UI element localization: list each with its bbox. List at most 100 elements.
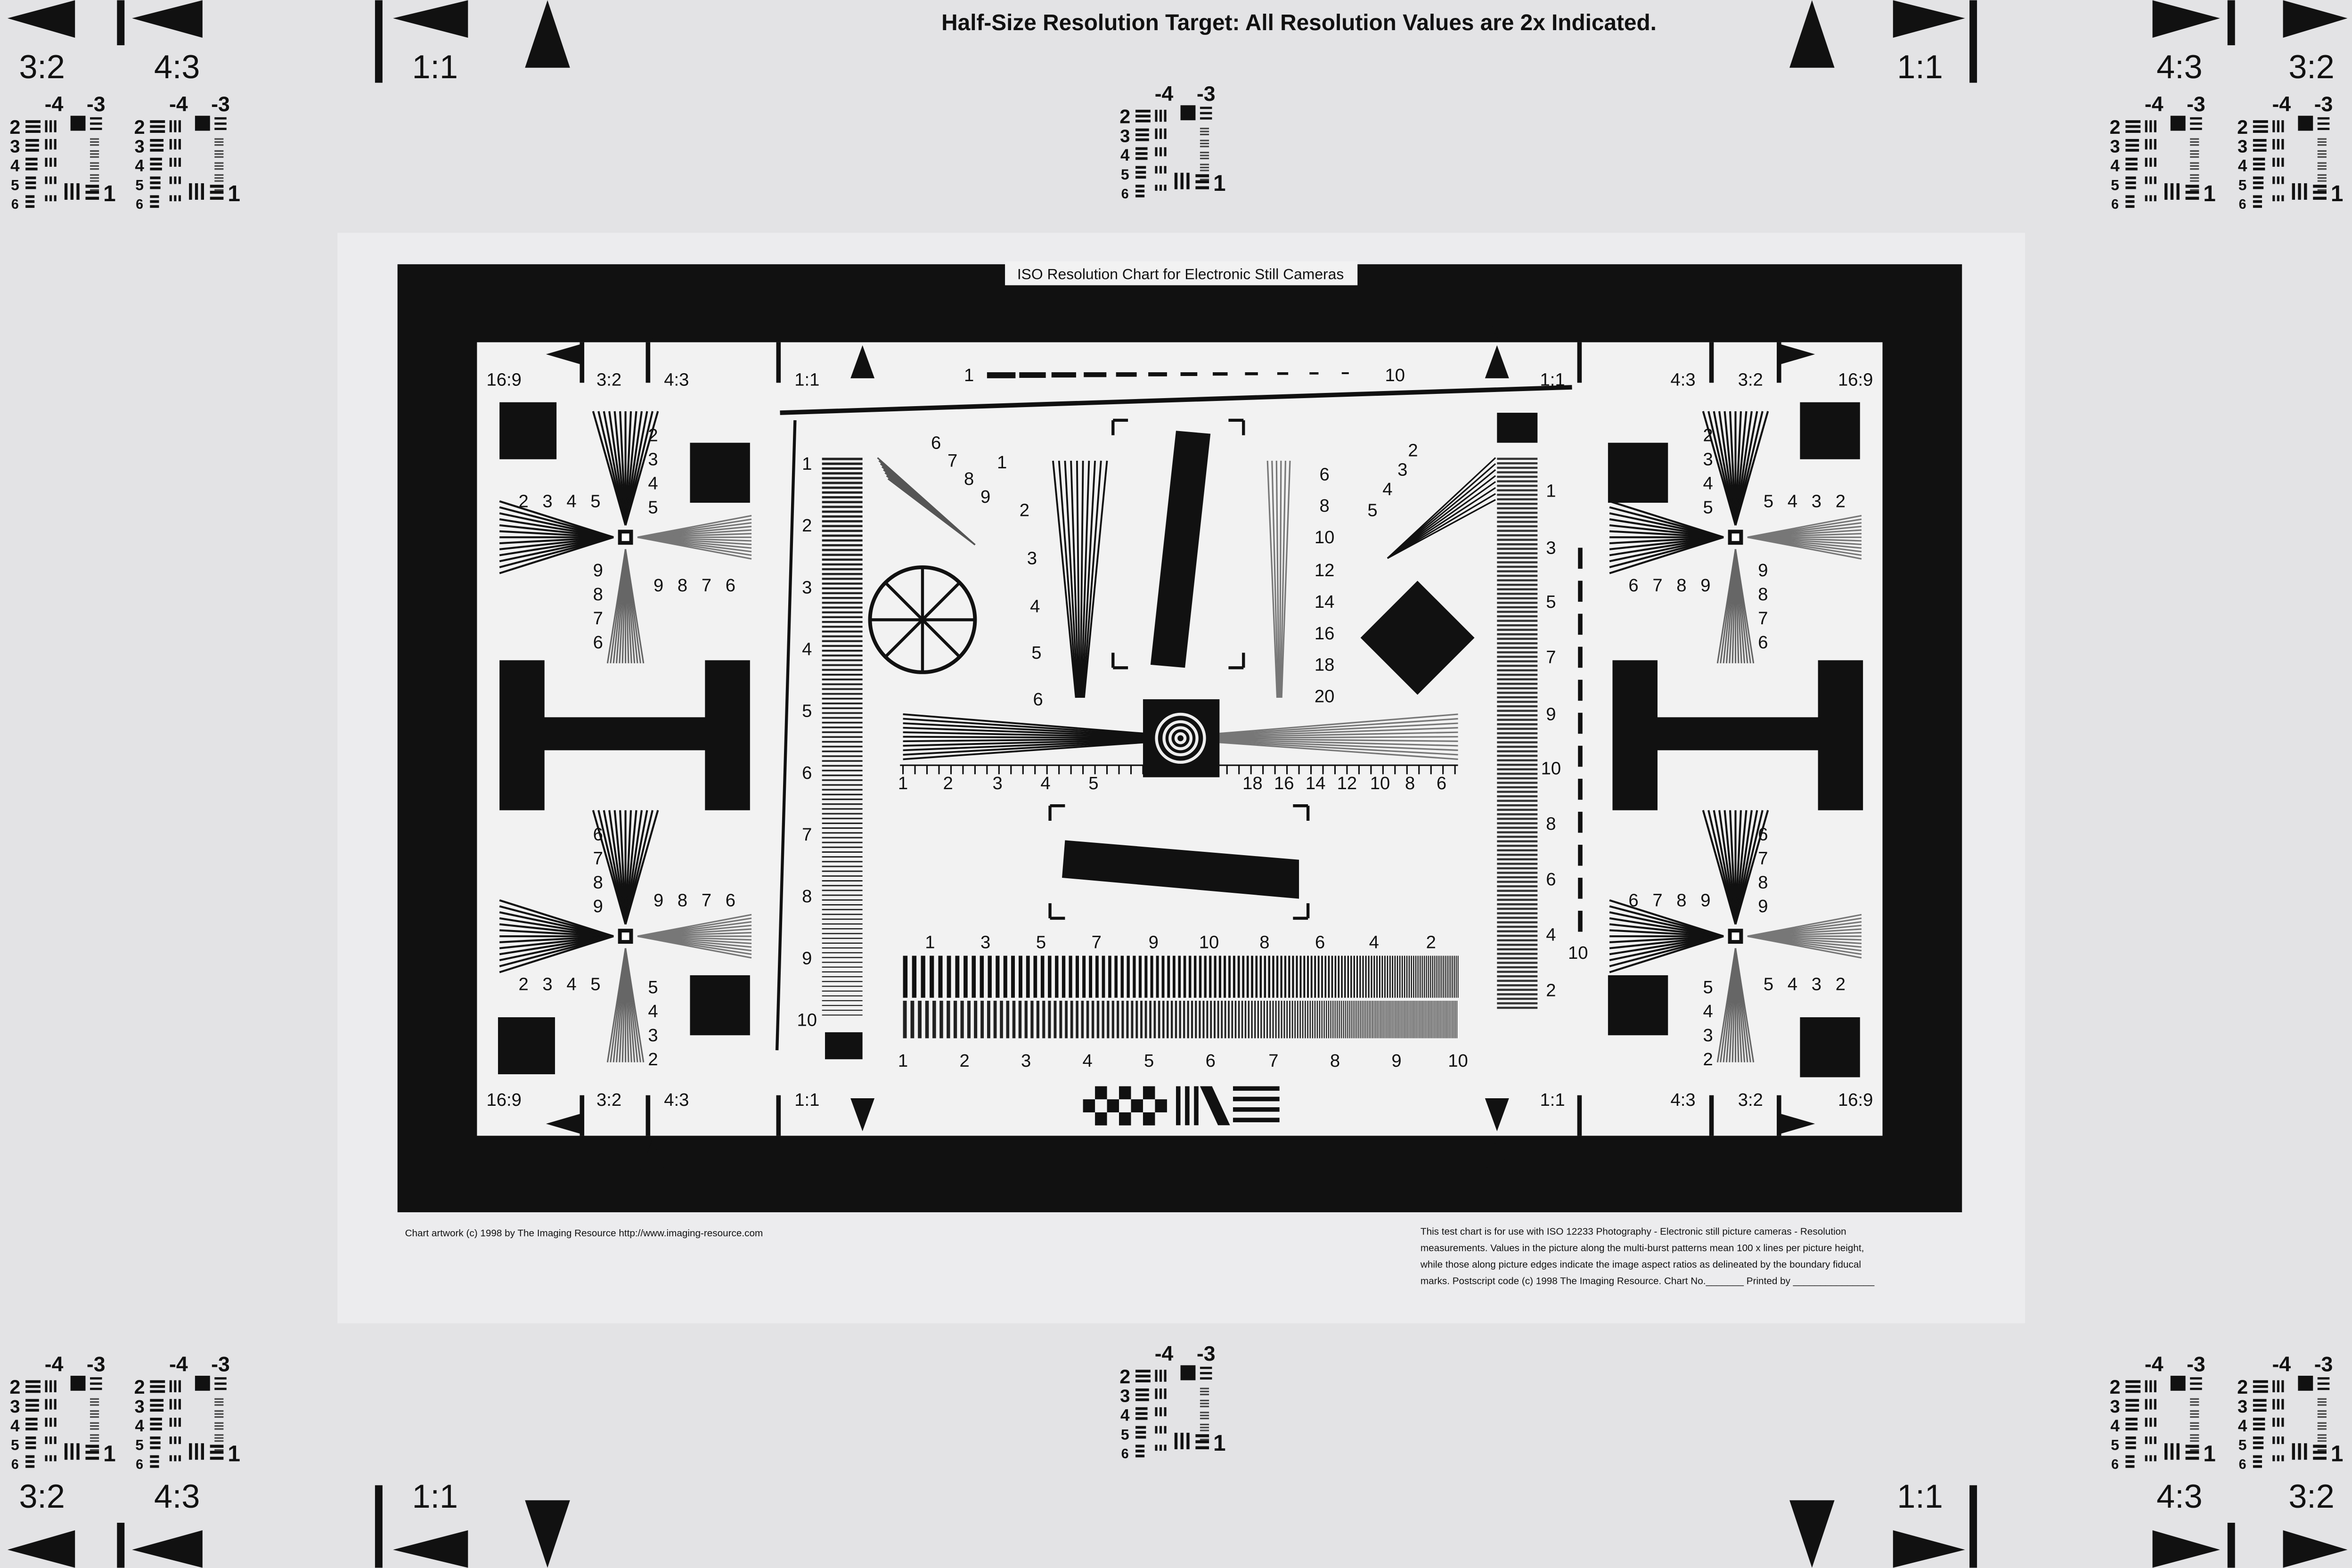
block (25, 1404, 39, 1407)
block (1155, 128, 1158, 139)
patch-label: 1 (103, 1441, 116, 1466)
scale-bar (1497, 759, 1538, 761)
scale-label: 10 (1315, 527, 1334, 547)
block (2317, 153, 2327, 155)
block (2149, 1380, 2152, 1392)
burst-bar (1413, 1001, 1414, 1038)
block (987, 372, 1016, 378)
burst-bar (1405, 1001, 1406, 1038)
wedge-line (903, 727, 1143, 737)
block (1180, 1432, 1184, 1449)
scale-bar (822, 923, 863, 925)
burst-bar (1231, 1001, 1233, 1038)
scale-label: 6 (802, 763, 812, 783)
scale-bar (1497, 849, 1538, 851)
block (2125, 1441, 2136, 1445)
patch-row-label: 5 (2238, 176, 2247, 193)
block (2281, 139, 2284, 150)
block (2281, 157, 2284, 167)
patch-row-label: 4 (2110, 156, 2120, 175)
block (2281, 195, 2284, 202)
block (2190, 1422, 2199, 1424)
block (214, 1428, 224, 1430)
burst-bar (1272, 1001, 1274, 1038)
block (2125, 144, 2139, 147)
block (2317, 156, 2327, 158)
fiducial-triangle (640, 304, 665, 340)
wedge-line (1271, 460, 1279, 698)
scale-bar (822, 669, 863, 671)
scale-bar (822, 496, 863, 498)
block (54, 176, 57, 184)
block (2277, 1455, 2279, 1462)
burst-bar (1233, 956, 1235, 998)
scale-bar (1497, 754, 1538, 757)
scale-bar (822, 534, 863, 537)
spiral-ring (1162, 720, 1199, 757)
scale-bar (822, 717, 863, 719)
patch-row-label: 5 (1121, 1426, 1129, 1443)
patch-row-label: 2 (134, 116, 145, 138)
block (2277, 1399, 2279, 1410)
block (2170, 115, 2186, 131)
scale-bar (1497, 521, 1538, 523)
burst-bar (1371, 956, 1372, 998)
aspect-label: 1:1 (1540, 1090, 1565, 1110)
scale-bar (822, 1000, 863, 1001)
scale-bar (1497, 669, 1538, 671)
fiducial-triangle (1696, 1140, 1721, 1170)
burst-bar (918, 1001, 922, 1038)
block (2190, 1413, 2199, 1415)
spiral-ring (1155, 712, 1206, 764)
scale-label: 10 (1568, 943, 1588, 963)
block (85, 185, 99, 188)
block (2185, 1445, 2199, 1448)
burst-bar (1065, 1001, 1068, 1038)
patch-label: -3 (2187, 93, 2205, 116)
burst-bar (1299, 1001, 1301, 1038)
fiducial-triangle (546, 1113, 582, 1135)
scale-bar (1497, 660, 1538, 662)
block (2281, 1418, 2284, 1427)
cross-label: 2 (1703, 1049, 1713, 1070)
burst-bar (1380, 1001, 1381, 1038)
burst-bar (1214, 956, 1217, 998)
scale-bar (822, 817, 863, 819)
scale-bar (1497, 489, 1538, 491)
cross-label: 8 (678, 575, 687, 596)
block (1155, 1407, 1158, 1416)
burst-bar (1242, 956, 1245, 998)
burst-bar (1224, 956, 1226, 998)
scale-bar (1497, 692, 1538, 694)
block (2317, 165, 2327, 167)
block (1969, 0, 1977, 83)
scale-bar (1497, 664, 1538, 667)
block (150, 1385, 165, 1388)
wedge-line (1219, 741, 1458, 756)
scale-bar (1497, 561, 1538, 564)
block (2253, 1404, 2267, 1407)
burst-bar (1059, 1001, 1062, 1038)
scale-bar (1497, 736, 1538, 739)
block (2154, 120, 2156, 132)
diag-line (887, 478, 976, 546)
block (150, 1465, 159, 1468)
block (1159, 1445, 1162, 1451)
fiducial-triangle (525, 0, 570, 68)
wedge-line (1219, 718, 1458, 735)
cross-label: 7 (1652, 575, 1662, 596)
spiral-ring (1174, 732, 1187, 744)
patch-row-label: 6 (11, 1457, 19, 1472)
burst-bar (1373, 1001, 1375, 1038)
block (178, 1455, 181, 1462)
block (214, 1422, 224, 1424)
chart-content: 16:916:93:23:24:34:31:11:11:11:14:34:33:… (436, 304, 1923, 1174)
fan-line (625, 948, 645, 1062)
cross-label: 2 (1836, 974, 1846, 995)
cross-label: 4 (1788, 974, 1797, 995)
burst-bar (1276, 956, 1279, 998)
scale-bar (1497, 637, 1538, 640)
block (85, 1451, 99, 1454)
